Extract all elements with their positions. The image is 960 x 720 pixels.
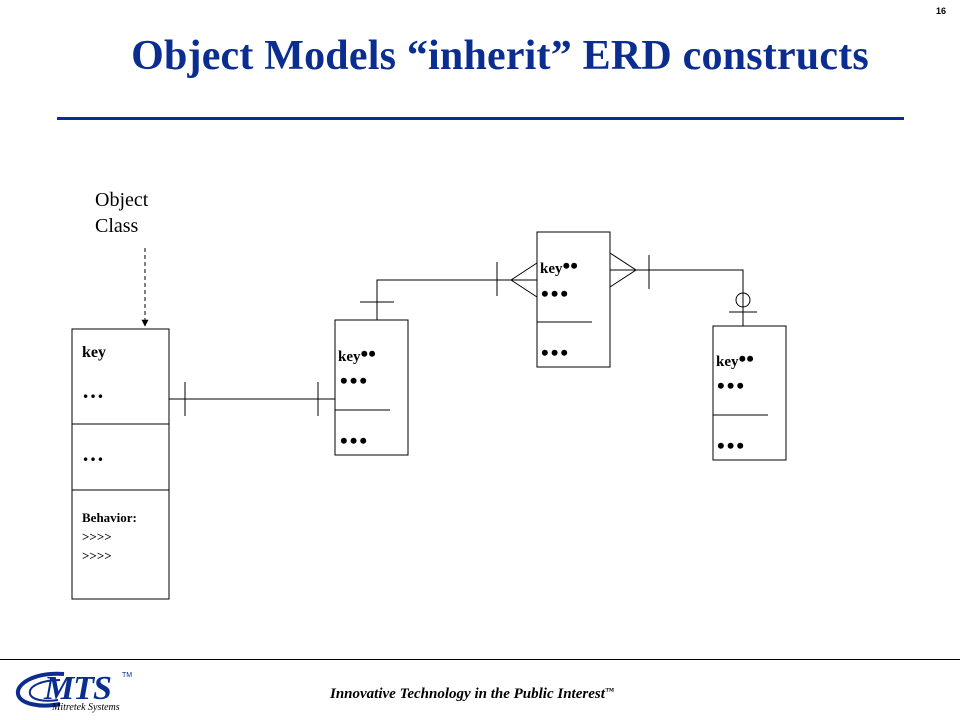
object-class-behavior-line: >>>>	[82, 548, 112, 563]
entity-box-b	[536, 231, 611, 368]
object-class-label-line2: Class	[95, 215, 139, 237]
entity-b-key: key••	[540, 253, 578, 279]
object-class-attributes-ellipsis: …	[82, 378, 104, 403]
relationship-class-to-entity-a	[169, 382, 335, 416]
relationship-entity-b-to-entity-c	[609, 252, 757, 326]
object-class-box	[71, 328, 170, 600]
logo-trademark: TM	[122, 672, 133, 679]
mts-logo: MTS TM Mitretek Systems	[14, 668, 149, 714]
entity-a-key-text: key	[338, 349, 361, 365]
logo-swoosh-icon	[15, 671, 65, 708]
footer-divider	[0, 659, 960, 660]
object-class-label-line1: Object	[95, 189, 149, 211]
entity-a-key: key••	[338, 341, 376, 367]
entity-c-key-dots: ••	[738, 346, 754, 371]
footer-tagline: Innovative Technology in the Public Inte…	[330, 686, 614, 703]
entity-a-attr-dots: •••	[340, 368, 370, 393]
entity-b-key-dots: ••	[562, 253, 578, 278]
page-title: Object Models “inherit” ERD constructs	[131, 33, 869, 79]
entity-box-a	[334, 319, 409, 456]
entity-b-key-text: key	[540, 261, 563, 277]
logo-subtitle: Mitretek Systems	[52, 702, 120, 713]
entity-b-op-dots: •••	[541, 340, 571, 365]
object-class-label: Object Class	[95, 187, 148, 239]
footer-tagline-tm: ™	[604, 686, 614, 696]
entity-a-op-dots: •••	[340, 428, 370, 453]
title-underline	[57, 117, 904, 120]
object-class-behavior-line: >>>>	[82, 529, 112, 544]
entity-b-attr-dots: •••	[541, 281, 571, 306]
entity-a-key-dots: ••	[360, 341, 376, 366]
entity-c-key: key••	[716, 346, 754, 372]
entity-c-op-dots: •••	[717, 433, 747, 458]
relationship-entity-a-to-entity-b	[360, 262, 538, 320]
object-class-behavior-label: Behavior:	[82, 510, 137, 525]
entity-c-key-text: key	[716, 354, 739, 370]
entity-box-c	[712, 325, 787, 461]
object-class-operations-ellipsis: …	[82, 441, 104, 466]
footer-tagline-text: Innovative Technology in the Public Inte…	[330, 686, 605, 702]
object-class-key: key	[82, 344, 106, 361]
logo-text: MTS	[44, 670, 112, 707]
page-number: 16	[935, 6, 946, 16]
entity-c-attr-dots: •••	[717, 373, 747, 398]
